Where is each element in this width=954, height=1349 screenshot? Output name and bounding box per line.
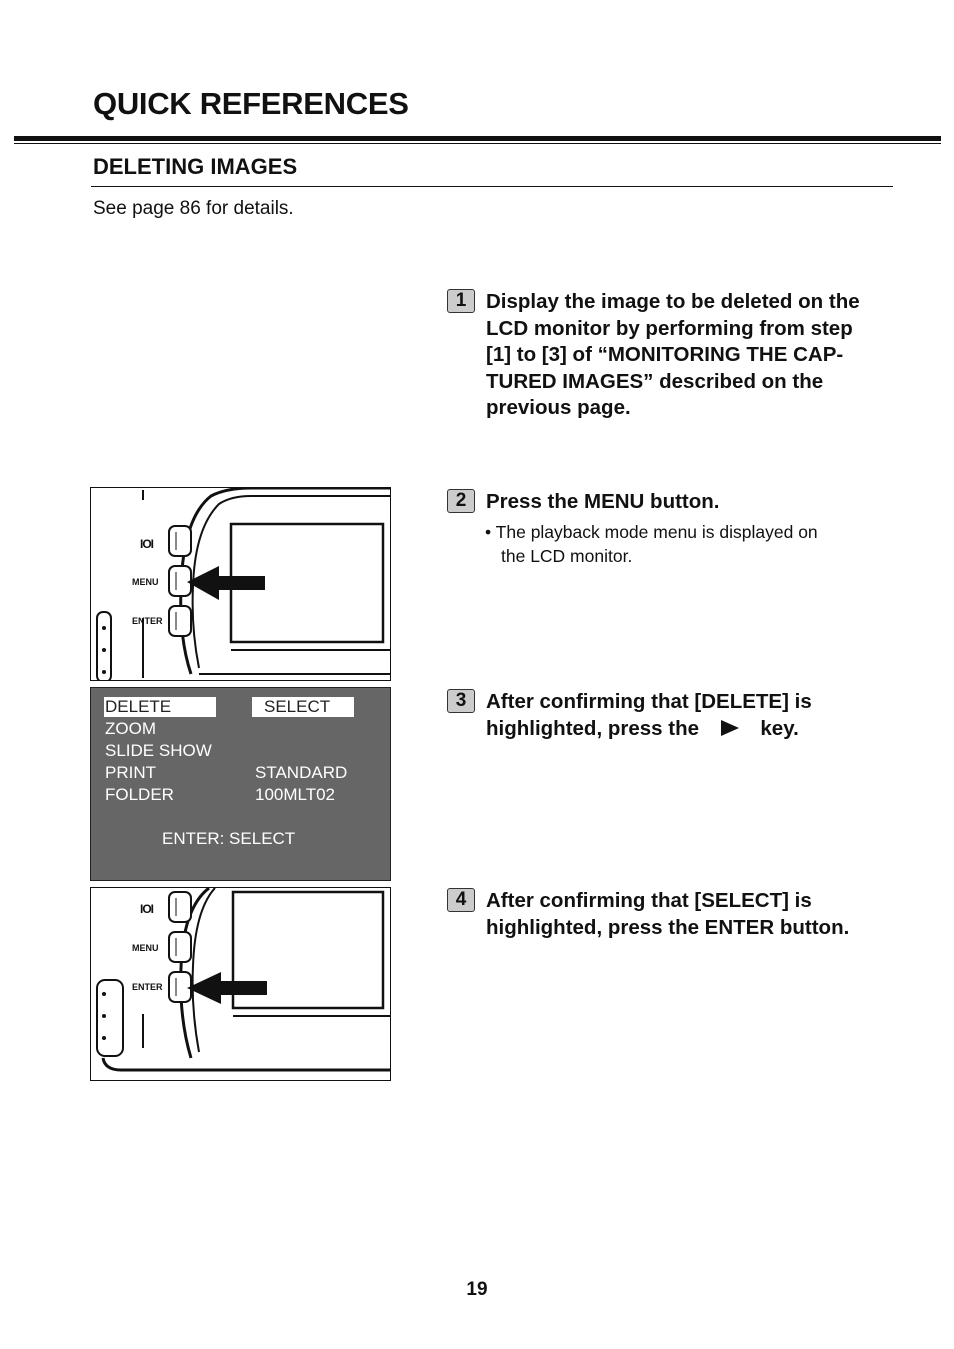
step-1-line: previous page. — [486, 396, 631, 419]
step-4-line: After confirming that [SELECT] is — [486, 889, 812, 912]
lcd-playback-menu: DELETE ZOOM SLIDE SHOW PRINT FOLDER SELE… — [90, 687, 391, 881]
camera-body-drawing — [96, 488, 390, 680]
step-1-text: Display the image to be deleted on the L… — [486, 289, 860, 422]
step-4-number: 4 — [447, 888, 475, 912]
step-3-number: 3 — [447, 689, 475, 713]
step-3-line: highlighted, press the key. — [486, 716, 812, 743]
menu-item-delete: DELETE — [104, 697, 216, 717]
camera-illustration-menu: IOI MENU ENTER — [90, 487, 391, 681]
menu-button-label: MENU — [132, 577, 159, 587]
enter-button-label: ENTER — [132, 982, 163, 992]
menu-footer: ENTER: SELECT — [162, 829, 296, 848]
step-2-text: Press the MENU button. — [486, 490, 720, 513]
left-arrow-icon — [187, 566, 265, 600]
see-page-note: See page 86 for details. — [93, 198, 294, 219]
display-icon-label: IOI — [140, 537, 154, 551]
step-1-line: LCD monitor by performing from step — [486, 316, 853, 340]
menu-item-print: PRINT — [105, 763, 156, 782]
step-1-line: [1] to [3] of “MONITORING THE CAP- — [486, 343, 844, 366]
step-1-line: Display the image to be deleted on the — [486, 290, 860, 313]
header-rule-thin — [14, 143, 941, 144]
step-4-text: After confirming that [SELECT] is highli… — [486, 888, 849, 941]
left-arrow-icon — [187, 972, 267, 1004]
menu-value-print: STANDARD — [255, 763, 348, 782]
step-2-bullet: • The playback mode menu is displayed on… — [485, 520, 818, 568]
enter-button-label: ENTER — [132, 616, 163, 626]
step-3-line-part: key. — [760, 716, 799, 740]
step-3-line-part: highlighted, press the — [486, 716, 699, 740]
menu-value-folder: 100MLT02 — [255, 785, 336, 804]
step-1-number: 1 — [447, 289, 475, 313]
section-title: DELETING IMAGES — [93, 154, 298, 179]
right-triangle-key-icon — [720, 719, 739, 736]
step-2-bullet-line: • The playback mode menu is displayed on — [485, 522, 818, 542]
step-3-text: After confirming that [DELETE] is highli… — [486, 689, 812, 742]
display-icon-label: IOI — [140, 902, 154, 916]
camera-illustration-enter: IOI MENU ENTER — [90, 887, 391, 1081]
camera-body-drawing — [96, 888, 390, 1072]
header-rule — [14, 136, 941, 141]
menu-item-folder: FOLDER — [105, 785, 174, 804]
step-2-number: 2 — [447, 489, 475, 513]
page-title: QUICK REFERENCES — [93, 86, 409, 121]
step-4-line: highlighted, press the ENTER button. — [486, 915, 850, 939]
step-2-bullet-line: the LCD monitor. — [501, 546, 633, 566]
menu-button-label: MENU — [132, 943, 159, 953]
page-number: 19 — [466, 1279, 488, 1300]
menu-item-slide-show: SLIDE SHOW — [105, 741, 212, 760]
menu-value-select: SELECT — [252, 697, 354, 717]
section-rule — [91, 186, 893, 187]
step-3-line: After confirming that [DELETE] is — [486, 690, 812, 713]
menu-item-zoom: ZOOM — [105, 719, 156, 738]
step-1-line: TURED IMAGES” described on the — [486, 369, 824, 393]
